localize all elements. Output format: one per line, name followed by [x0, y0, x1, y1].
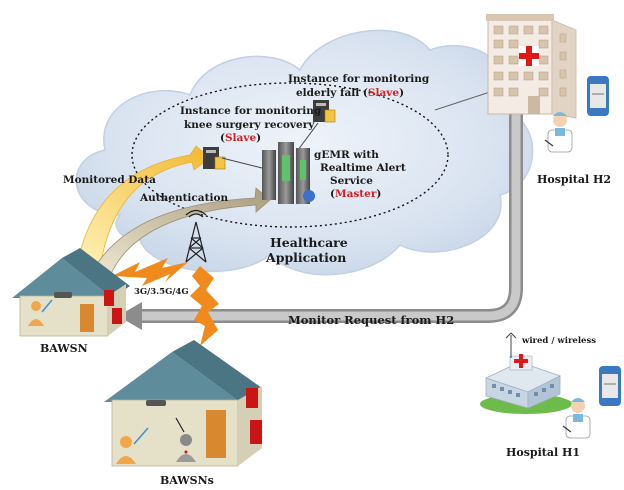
hospital-h2-cross-icon — [519, 46, 539, 66]
gemr-role-line: (Master) — [330, 188, 381, 200]
fall-instance-label-line1: Instance for monitoring — [288, 73, 430, 85]
knee-instance-role-line: (Slave) — [220, 132, 261, 144]
authentication-label: Authentication — [139, 192, 228, 204]
service-boundary-ellipse — [131, 82, 449, 228]
cell-tower-icon — [185, 209, 207, 263]
monitor-request-label: Monitor Request from H2 — [288, 313, 454, 327]
gemr-role: Master — [335, 188, 377, 200]
hospital-h2-building — [486, 14, 577, 119]
bawsn-person-icon — [28, 299, 53, 326]
bawsns-person-icon-1 — [116, 427, 149, 464]
hospital-h1-doctor-icon — [562, 398, 591, 439]
fall-to-master-line — [297, 122, 319, 151]
hospital-h1-cross-icon — [514, 354, 528, 368]
authentication-arrow — [91, 187, 271, 277]
fall-instance-label-text: elderly fall ( — [296, 87, 368, 99]
knee-instance-label-line2: knee surgery recovery — [184, 119, 315, 131]
knee-instance-server-icon — [203, 147, 226, 170]
bawsns-label: BAWSNs — [160, 474, 214, 487]
bawsn-house — [12, 248, 130, 337]
gemr-label-line1: gEMR with — [314, 149, 379, 161]
gemr-label-line2: Realtime Alert — [320, 162, 406, 174]
gemr-label-line3: Service — [330, 175, 373, 187]
wired-wireless-label: wired / wireless — [521, 336, 596, 346]
monitored-data-label: Monitored Data — [63, 174, 156, 186]
hospital-h1-label: Hospital H1 — [506, 446, 580, 459]
h2-connector-line — [434, 91, 491, 111]
fall-instance-label-line2: elderly fall (Slave) — [296, 87, 404, 99]
knee-to-master-line — [221, 157, 263, 169]
hospital-h2-doctor-icon — [544, 112, 573, 153]
master-server-icon — [262, 142, 315, 204]
hospital-h1-building — [480, 332, 572, 414]
hospital-h2-device-icon — [587, 76, 609, 116]
bawsns-house — [104, 340, 262, 467]
healthcare-label-line1: Healthcare — [270, 235, 348, 250]
knee-instance-role: Slave — [225, 132, 256, 144]
bawsns-person-icon-2 — [175, 417, 196, 462]
network-label: 3G/3.5G/4G — [134, 287, 189, 297]
hospital-h1-device-icon — [599, 366, 621, 406]
bawsn-label: BAWSN — [40, 342, 88, 355]
hospital-h2-label: Hospital H2 — [537, 173, 611, 186]
fall-instance-server-icon — [313, 100, 336, 123]
lightning-bolt-vertical — [190, 266, 219, 346]
healthcare-label-line2: Application — [265, 250, 346, 265]
fall-instance-role: Slave — [368, 87, 399, 99]
monitor-request-arrowhead — [118, 302, 142, 330]
knee-instance-label-line1: Instance for monitoring — [180, 105, 322, 117]
lightning-bolt-upper — [112, 258, 188, 286]
